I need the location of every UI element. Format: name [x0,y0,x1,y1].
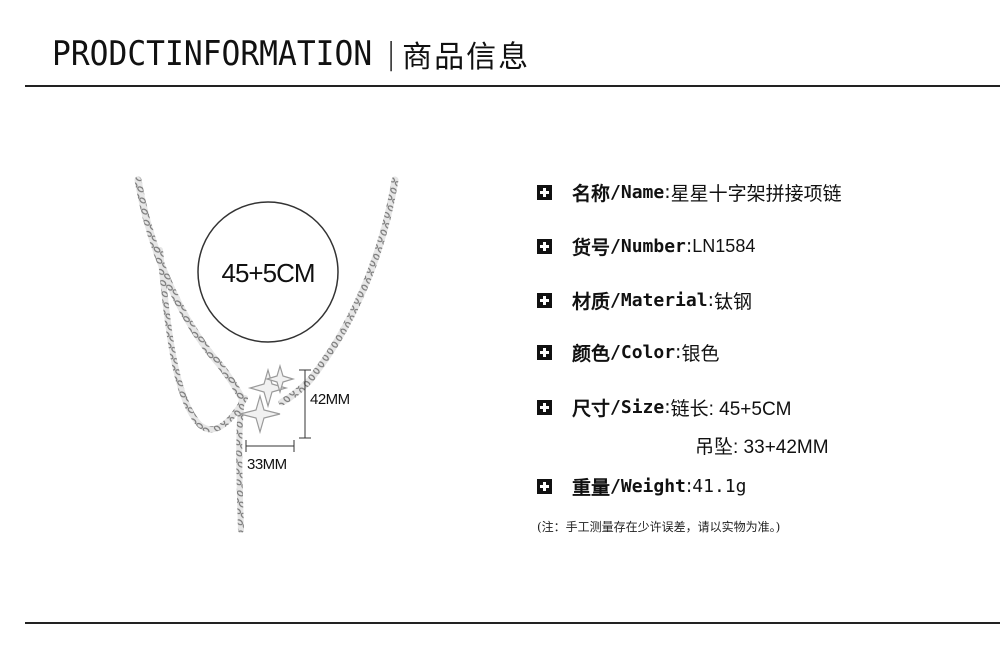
spec-colon: : [675,341,682,363]
spec-value: 41.1g [692,475,747,497]
title-chinese: 商品信息 [402,40,531,75]
spec-row-material: 材质 /Material : 钛钢 [537,286,752,314]
spec-row-color: 颜色 /Color : 银色 [537,338,719,366]
pendant-icon [239,363,296,435]
spec-colon: : [664,181,671,203]
spec-row-size: 尺寸 /Size : 链长: 45+5CM [537,393,792,421]
spec-label: 尺寸 [572,397,611,420]
pendant-width-label: 33MM [247,456,287,473]
spec-label: 材质 [572,290,611,313]
plus-icon [537,292,552,308]
product-image: 45+5CM 42MM 33MM [120,170,450,570]
plus-icon [537,238,552,254]
spec-value-secondary: 吊坠: 33+42MM [695,436,829,458]
spec-value: 钛钢 [713,290,752,313]
footer-divider [25,622,1000,624]
title-separator: | [386,36,397,72]
spec-row-name: 名称 /Name : 星星十字架拼接项链 [537,178,842,206]
spec-value: 银色 [681,342,720,365]
disclaimer-note: (注：手工测量存在少许误差，请以实物为准。) [537,520,781,534]
spec-row-size-pendant: 吊坠: 33+42MM [695,431,829,459]
spec-label-en: /Number [610,235,686,257]
spec-value: 星星十字架拼接项链 [670,182,842,205]
chain-length-badge: 45+5CM [221,258,316,288]
necklace-illustration [134,176,399,533]
spec-label-en: /Weight [610,475,686,497]
spec-label: 颜色 [572,342,611,365]
plus-icon [537,344,552,360]
page-header: PRODCTINFORMATION | 商品信息 [52,32,530,76]
pendant-height-label: 42MM [310,391,350,408]
spec-label-en: /Size [610,396,665,418]
header-divider [25,85,1000,87]
spec-colon: : [685,475,693,497]
length-badge-circle [197,201,339,343]
spec-colon: : [685,235,693,257]
plus-icon [537,478,552,494]
spec-label: 重量 [572,476,611,499]
spec-colon: : [707,289,714,311]
title-english: PRODCTINFORMATION [52,34,373,74]
spec-row-number: 货号 /Number : LN1584 [537,232,755,260]
plus-icon [537,399,552,415]
spec-label-en: /Color [610,341,676,363]
spec-label: 名称 [572,182,611,205]
spec-label: 货号 [572,236,611,259]
spec-label-en: /Material [610,289,708,311]
spec-label-en: /Name [610,181,665,203]
spec-colon: : [664,396,671,418]
spec-value: 链长: 45+5CM [670,398,792,420]
spec-value: LN1584 [692,235,756,256]
plus-icon [537,184,552,200]
spec-row-weight: 重量 /Weight : 41.1g [537,472,746,500]
